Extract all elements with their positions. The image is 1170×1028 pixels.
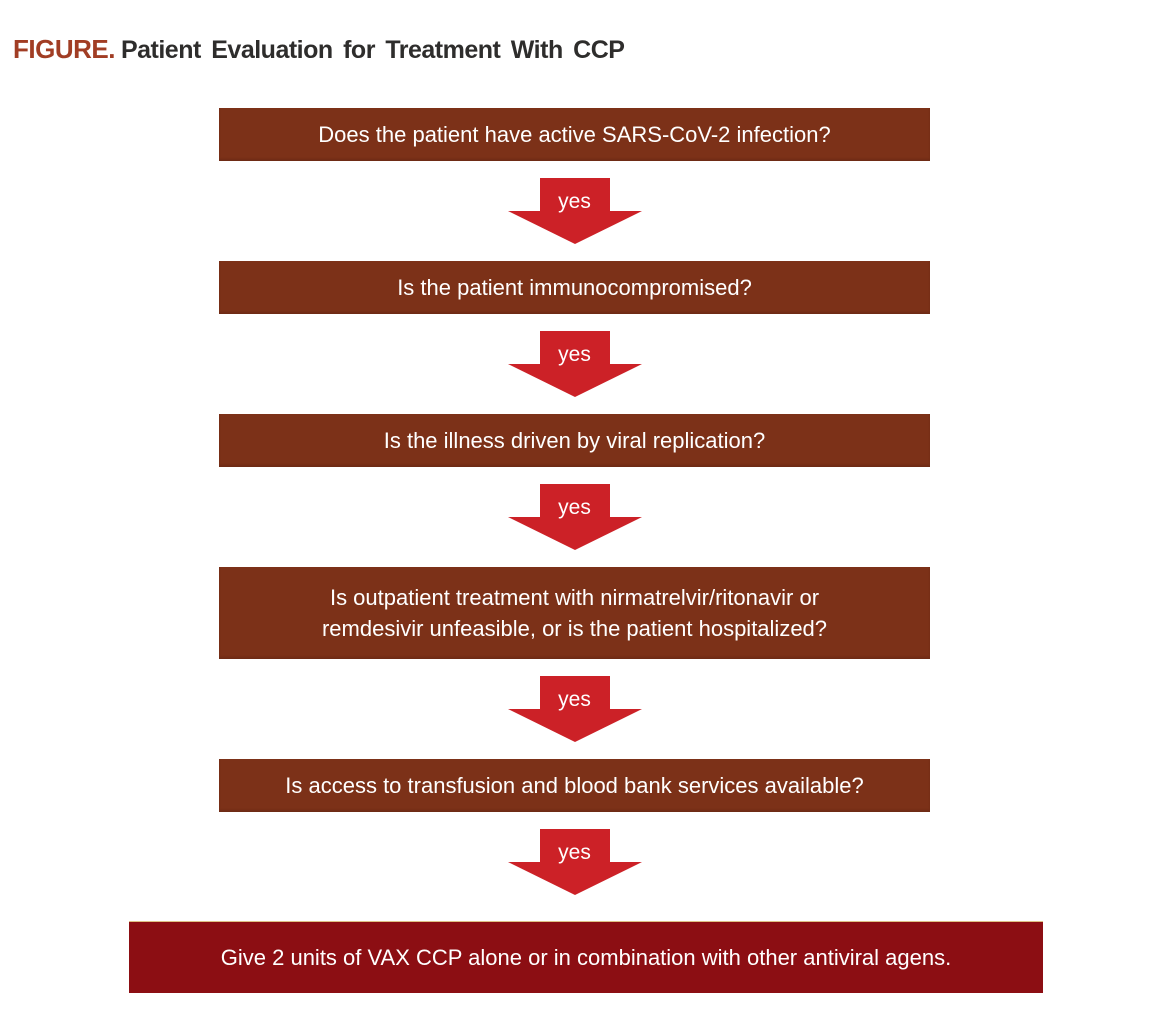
figure-title: FIGURE.Patient Evaluation for Treatment … [0,0,1170,63]
down-arrow-icon [507,517,642,550]
result-text: Give 2 units of VAX CCP alone or in comb… [220,945,952,970]
down-arrow-icon [507,709,642,742]
down-arrow-icon [507,364,642,397]
question-box-5: Is access to transfusion and blood bank … [219,759,930,812]
down-arrow-icon [507,211,642,244]
flow-arrow-1: yes [507,178,642,244]
down-arrow-icon [507,862,642,895]
figure-label: FIGURE. [13,34,115,64]
arrow-stem [539,829,610,862]
question-text: Is the illness driven by viral replicati… [383,428,766,453]
yes-label: yes [558,688,591,711]
question-box-4: Is outpatient treatment with nirmatrelvi… [219,567,930,659]
arrow-stem [539,484,610,517]
arrow-stem [539,331,610,364]
flowchart: Does the patient have active SARS-CoV-2 … [219,108,930,895]
arrow-stem [539,676,610,709]
result-box: Give 2 units of VAX CCP alone or in comb… [129,921,1043,993]
question-text: Is the patient immunocompromised? [397,275,752,300]
question-text: Is access to transfusion and blood bank … [285,773,864,798]
question-text: Does the patient have active SARS-CoV-2 … [318,122,831,147]
flow-arrow-4: yes [507,676,642,742]
question-text: Is outpatient treatment with nirmatrelvi… [321,585,828,641]
flow-arrow-2: yes [507,331,642,397]
yes-label: yes [558,841,591,864]
arrow-stem [539,178,610,211]
flow-arrow-5: yes [507,829,642,895]
question-box-2: Is the patient immunocompromised? [219,261,930,314]
yes-label: yes [558,343,591,366]
yes-label: yes [558,496,591,519]
flow-arrow-3: yes [507,484,642,550]
yes-label: yes [558,190,591,213]
question-box-3: Is the illness driven by viral replicati… [219,414,930,467]
question-box-1: Does the patient have active SARS-CoV-2 … [219,108,930,161]
figure-heading: Patient Evaluation for Treatment With CC… [120,36,625,64]
